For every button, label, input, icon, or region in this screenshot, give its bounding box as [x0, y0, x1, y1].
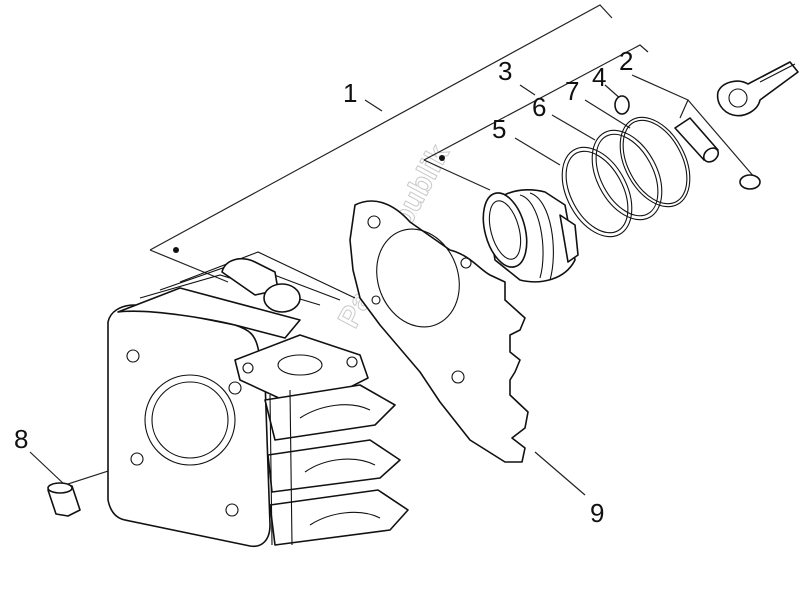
bracket-1	[149, 4, 613, 251]
callout-2: 2	[619, 46, 633, 76]
leader-lines	[29, 4, 756, 496]
callout-labels: 1 2 3 4 5 6 7 8 9	[14, 46, 633, 528]
circlip-right	[739, 174, 761, 190]
ring-5	[561, 146, 633, 238]
bracket-3-dot	[439, 155, 445, 161]
ring-6-inner	[595, 133, 659, 217]
leader-5	[514, 137, 561, 166]
cylinder-block	[107, 251, 409, 548]
base-gasket	[349, 200, 529, 463]
ring-6	[591, 129, 663, 221]
callout-5: 5	[492, 114, 506, 144]
leader-3	[519, 84, 536, 96]
circlip-left	[614, 95, 630, 115]
bracket-1-dot	[173, 247, 179, 253]
callout-3: 3	[498, 56, 512, 86]
leader-1	[364, 99, 383, 112]
callout-6: 6	[532, 92, 546, 122]
ring-7-inner	[622, 119, 688, 205]
ring-5-inner	[565, 150, 629, 234]
leader-7	[584, 99, 631, 129]
piston-pin	[674, 117, 720, 163]
leader-9	[534, 451, 586, 496]
bracket-1-tail	[149, 249, 229, 283]
bracket-3	[423, 44, 649, 161]
bracket-3-tail	[423, 159, 491, 191]
callout-7: 7	[565, 76, 579, 106]
callout-1: 1	[343, 78, 357, 108]
piston-rings	[561, 116, 691, 238]
dowel-sleeve	[47, 482, 81, 517]
ring-7	[619, 116, 691, 208]
callout-9: 9	[590, 498, 604, 528]
leader-6	[551, 114, 596, 141]
leader-2-clip	[687, 99, 756, 179]
callout-8: 8	[14, 424, 28, 454]
callout-4: 4	[592, 62, 606, 92]
connecting-rod	[716, 61, 799, 117]
bracket-2	[631, 74, 689, 119]
piston	[482, 188, 579, 283]
